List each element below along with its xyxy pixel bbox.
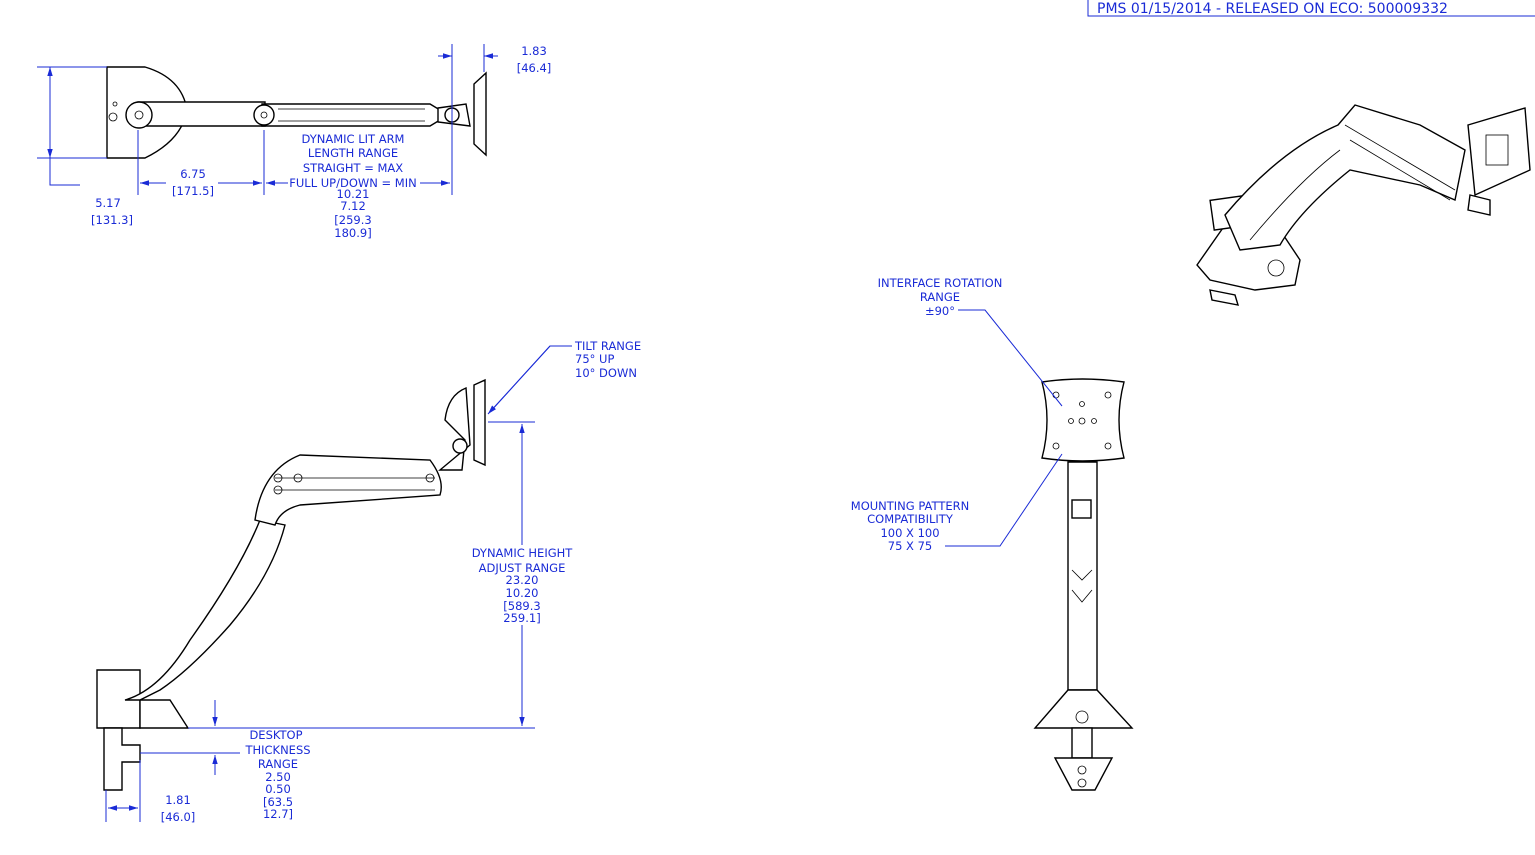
height-max-metric: [589.3	[503, 599, 540, 613]
desk-max: 2.50	[265, 770, 291, 784]
isometric-view	[1196, 104, 1531, 306]
revision-text: PMS 01/15/2014 - RELEASED ON ECO: 500009…	[1097, 1, 1448, 17]
rotation-label-3: ±90°	[925, 304, 955, 318]
desk-max-metric: [63.5	[263, 795, 293, 809]
arm-label-4: FULL UP/DOWN = MIN	[289, 176, 416, 190]
top-view: 5.17 [131.3] 6.75 [171.5] 1.83 [46.4] DY…	[37, 44, 551, 240]
tilt-label-3: 10° DOWN	[575, 366, 637, 380]
desk-min-metric: 12.7]	[263, 807, 293, 821]
arm-label-2: LENGTH RANGE	[308, 146, 398, 160]
height-label-2: ADJUST RANGE	[479, 561, 566, 575]
side-view: TILT RANGE 75° UP 10° DOWN DYNAMIC HEIGH…	[96, 339, 641, 824]
arm-label-3: STRAIGHT = MAX	[303, 161, 403, 175]
height-min: 10.20	[506, 586, 539, 600]
clamp-metric: [46.0]	[161, 810, 196, 824]
base-depth-metric: [131.3]	[91, 213, 133, 227]
arm-max-metric: [259.3	[334, 213, 371, 227]
revision-block: PMS 01/15/2014 - RELEASED ON ECO: 500009…	[1087, 0, 1535, 17]
head-depth-value: 1.83	[521, 44, 547, 58]
offset-metric: [171.5]	[172, 184, 214, 198]
arm-min-metric: 180.9]	[334, 226, 371, 240]
mounting-label-4: 75 X 75	[888, 539, 932, 553]
mounting-label-1: MOUNTING PATTERN	[851, 499, 969, 513]
clamp-value: 1.81	[165, 793, 191, 807]
mounting-label-2: COMPATIBILITY	[867, 512, 954, 526]
front-view: INTERFACE ROTATION RANGE ±90° MOUNTING P…	[851, 276, 1134, 791]
mounting-label-3: 100 X 100	[880, 526, 939, 540]
desk-label-2: THICKNESS	[244, 743, 310, 757]
desk-min: 0.50	[265, 782, 291, 796]
arm-max-value: 10.21	[337, 187, 370, 201]
desk-label-3: RANGE	[258, 757, 298, 771]
arm-label-1: DYNAMIC LIT ARM	[302, 132, 405, 146]
arm-min-value: 7.12	[340, 199, 366, 213]
head-depth-metric: [46.4]	[517, 61, 552, 75]
offset-value: 6.75	[180, 167, 206, 181]
height-min-metric: 259.1]	[503, 611, 540, 625]
desk-label-1: DESKTOP	[249, 728, 302, 742]
rotation-label-2: RANGE	[920, 290, 960, 304]
height-label-1: DYNAMIC HEIGHT	[472, 546, 574, 560]
rotation-label-1: INTERFACE ROTATION	[878, 276, 1003, 290]
tilt-label-1: TILT RANGE	[574, 339, 641, 353]
tilt-label-2: 75° UP	[575, 352, 614, 366]
height-max: 23.20	[506, 573, 539, 587]
base-depth-value: 5.17	[95, 196, 121, 210]
